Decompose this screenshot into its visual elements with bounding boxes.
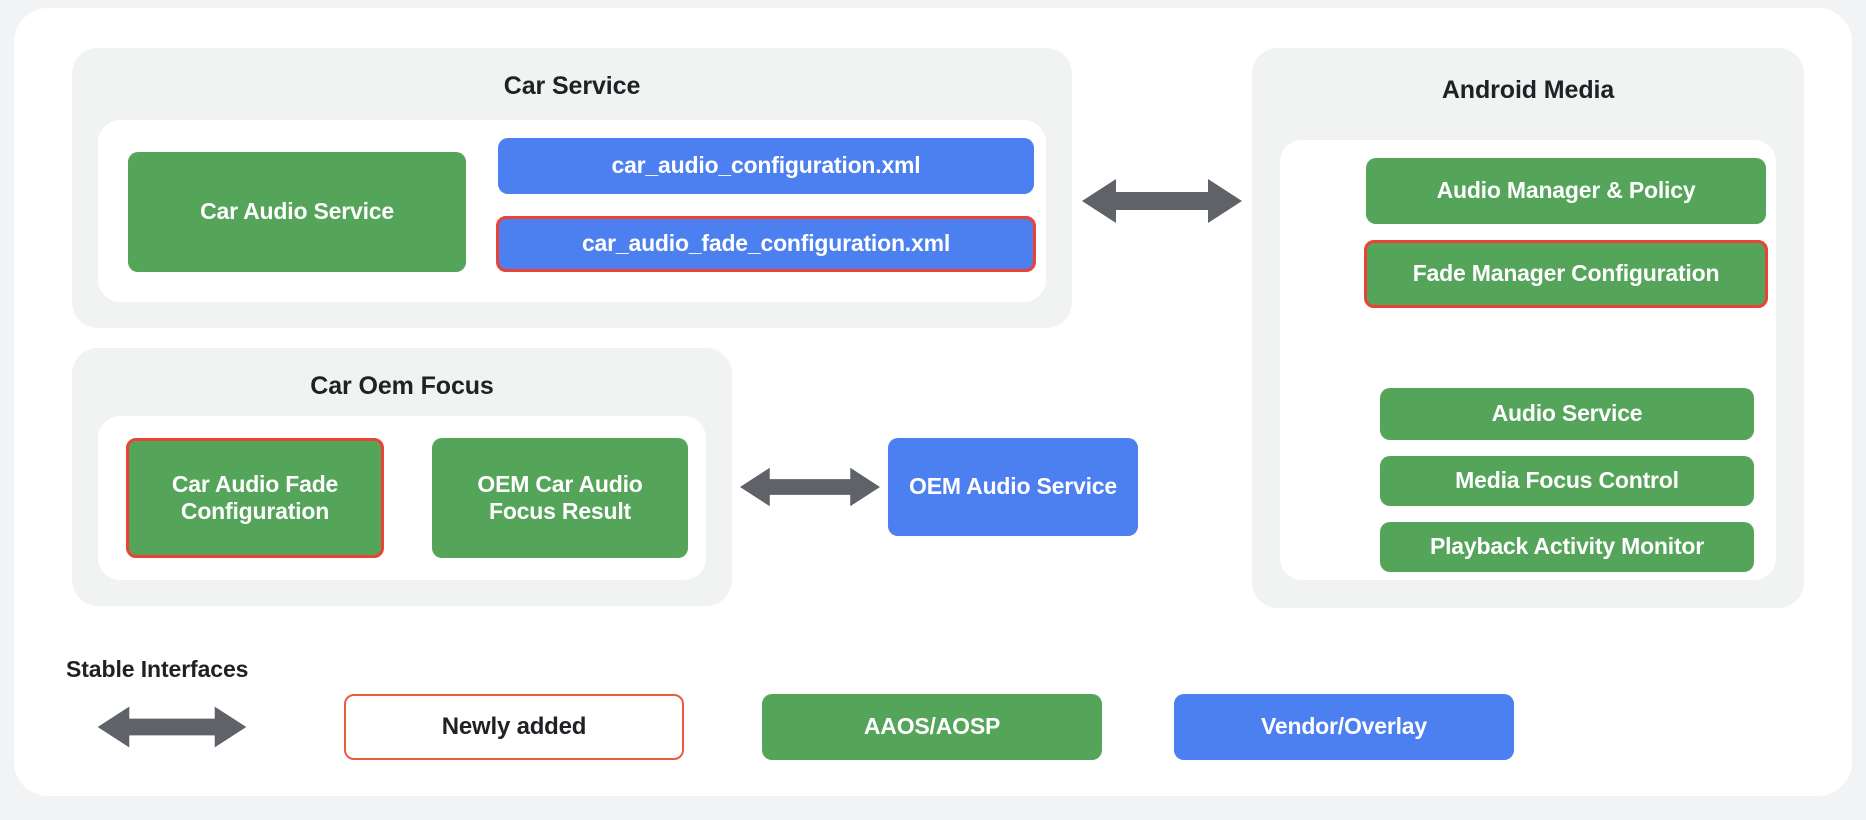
legend-item-vendor-overlay[interactable]: Vendor/Overlay (1174, 694, 1514, 760)
node-car-audio-fade-configuration-xml-label: car_audio_fade_configuration.xml (581, 230, 951, 257)
panel-android-media-inner: Audio Manager & Policy Fade Manager Conf… (1280, 140, 1776, 580)
node-playback-activity-monitor[interactable]: Playback Activity Monitor (1380, 522, 1754, 572)
node-car-audio-service-label: Car Audio Service (200, 198, 394, 225)
panel-car-oem-focus-inner: Car Audio Fade Configuration OEM Car Aud… (98, 416, 706, 580)
node-audio-manager-and-policy-label: Audio Manager & Policy (1436, 177, 1696, 204)
panel-car-service: Car Service Car Audio Service car_audio_… (72, 48, 1072, 328)
node-audio-service-label: Audio Service (1491, 400, 1643, 427)
panel-car-oem-focus-title: Car Oem Focus (310, 372, 494, 400)
node-oem-audio-service[interactable]: OEM Audio Service (888, 438, 1138, 536)
diagram-card: Car Service Car Audio Service car_audio_… (14, 8, 1852, 796)
node-oem-car-audio-focus-result-label: OEM Car Audio Focus Result (477, 470, 643, 524)
arrow-car-oem-focus-to-oem-audio-service (740, 467, 880, 507)
node-car-audio-configuration-xml-label: car_audio_configuration.xml (611, 152, 921, 179)
node-fade-manager-configuration[interactable]: Fade Manager Configuration (1364, 240, 1768, 308)
node-playback-activity-monitor-label: Playback Activity Monitor (1429, 533, 1705, 560)
node-oem-audio-service-label: OEM Audio Service (909, 473, 1117, 500)
arrow-car-service-to-android-media (1082, 179, 1242, 223)
node-media-focus-control-label: Media Focus Control (1455, 467, 1679, 494)
panel-car-service-title: Car Service (503, 72, 641, 100)
node-car-audio-fade-configuration-xml[interactable]: car_audio_fade_configuration.xml (496, 216, 1036, 272)
node-car-audio-fade-configuration-label: Car Audio Fade Configuration (171, 470, 339, 524)
legend-stable-interfaces-arrow-icon (97, 706, 247, 748)
node-media-focus-control[interactable]: Media Focus Control (1380, 456, 1754, 506)
panel-android-media: Android Media Audio Manager & Policy Fad… (1252, 48, 1804, 608)
node-car-audio-configuration-xml[interactable]: car_audio_configuration.xml (498, 138, 1034, 194)
node-car-audio-service[interactable]: Car Audio Service (128, 152, 466, 272)
node-car-audio-fade-configuration[interactable]: Car Audio Fade Configuration (126, 438, 384, 558)
panel-car-service-inner: Car Audio Service car_audio_configuratio… (98, 120, 1046, 302)
legend-item-newly-added[interactable]: Newly added (344, 694, 684, 760)
legend-stable-interfaces-label: Stable Interfaces (66, 656, 249, 682)
legend-item-aaos-aosp[interactable]: AAOS/AOSP (762, 694, 1102, 760)
node-fade-manager-configuration-label: Fade Manager Configuration (1412, 260, 1720, 287)
legend-item-vendor-overlay-label: Vendor/Overlay (1261, 713, 1427, 740)
node-oem-car-audio-focus-result[interactable]: OEM Car Audio Focus Result (432, 438, 688, 558)
legend-item-aaos-aosp-label: AAOS/AOSP (863, 713, 1001, 740)
node-audio-service[interactable]: Audio Service (1380, 388, 1754, 440)
panel-car-oem-focus: Car Oem Focus Car Audio Fade Configurati… (72, 348, 732, 606)
node-audio-manager-and-policy[interactable]: Audio Manager & Policy (1366, 158, 1766, 224)
legend-item-newly-added-label: Newly added (441, 712, 587, 740)
panel-android-media-title: Android Media (1441, 76, 1615, 104)
